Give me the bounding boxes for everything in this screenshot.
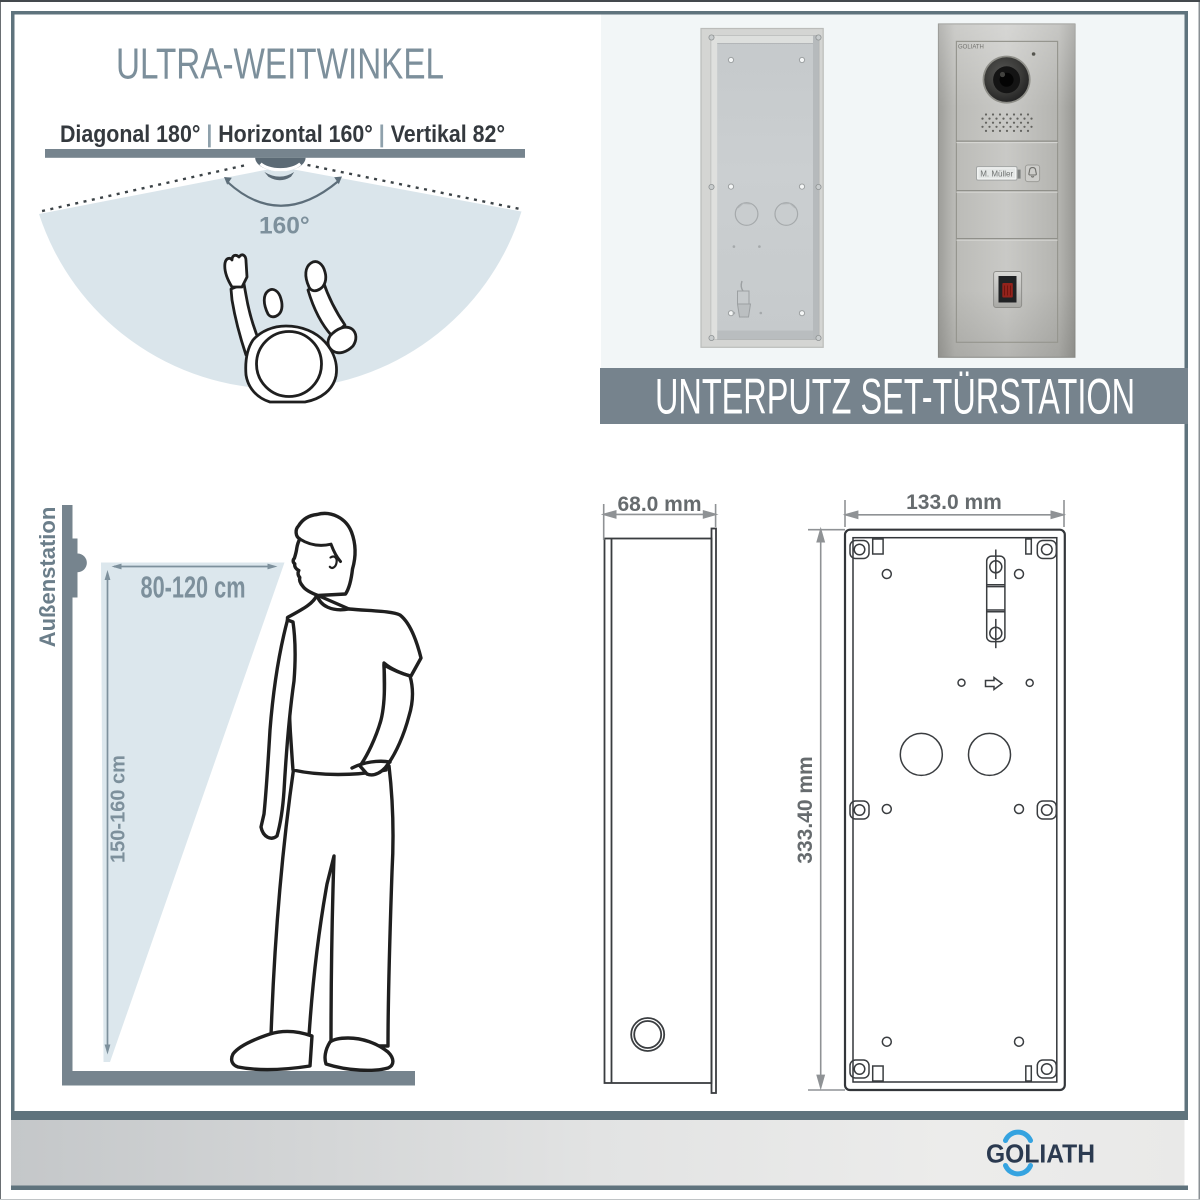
svg-text:Diagonal 180° | Horizontal 160: Diagonal 180° | Horizontal 160° | Vertik… bbox=[60, 121, 505, 148]
svg-text:150-160 cm: 150-160 cm bbox=[108, 755, 130, 863]
svg-text:UNTERPUTZ SET-TÜRSTATION: UNTERPUTZ SET-TÜRSTATION bbox=[655, 369, 1135, 425]
svg-text:68.0 mm: 68.0 mm bbox=[617, 493, 701, 516]
svg-text:GOLIATH: GOLIATH bbox=[958, 45, 984, 51]
svg-text:M. Müller: M. Müller bbox=[980, 169, 1013, 178]
svg-text:Außenstation: Außenstation bbox=[35, 507, 60, 648]
svg-text:160°: 160° bbox=[259, 213, 310, 240]
svg-text:80-120 cm: 80-120 cm bbox=[141, 570, 246, 605]
svg-text:333.40 mm: 333.40 mm bbox=[794, 756, 817, 863]
svg-text:133.0 mm: 133.0 mm bbox=[906, 491, 1002, 514]
svg-text:GOLIATH: GOLIATH bbox=[986, 1139, 1095, 1169]
svg-text:ULTRA-WEITWINKEL: ULTRA-WEITWINKEL bbox=[116, 40, 444, 89]
